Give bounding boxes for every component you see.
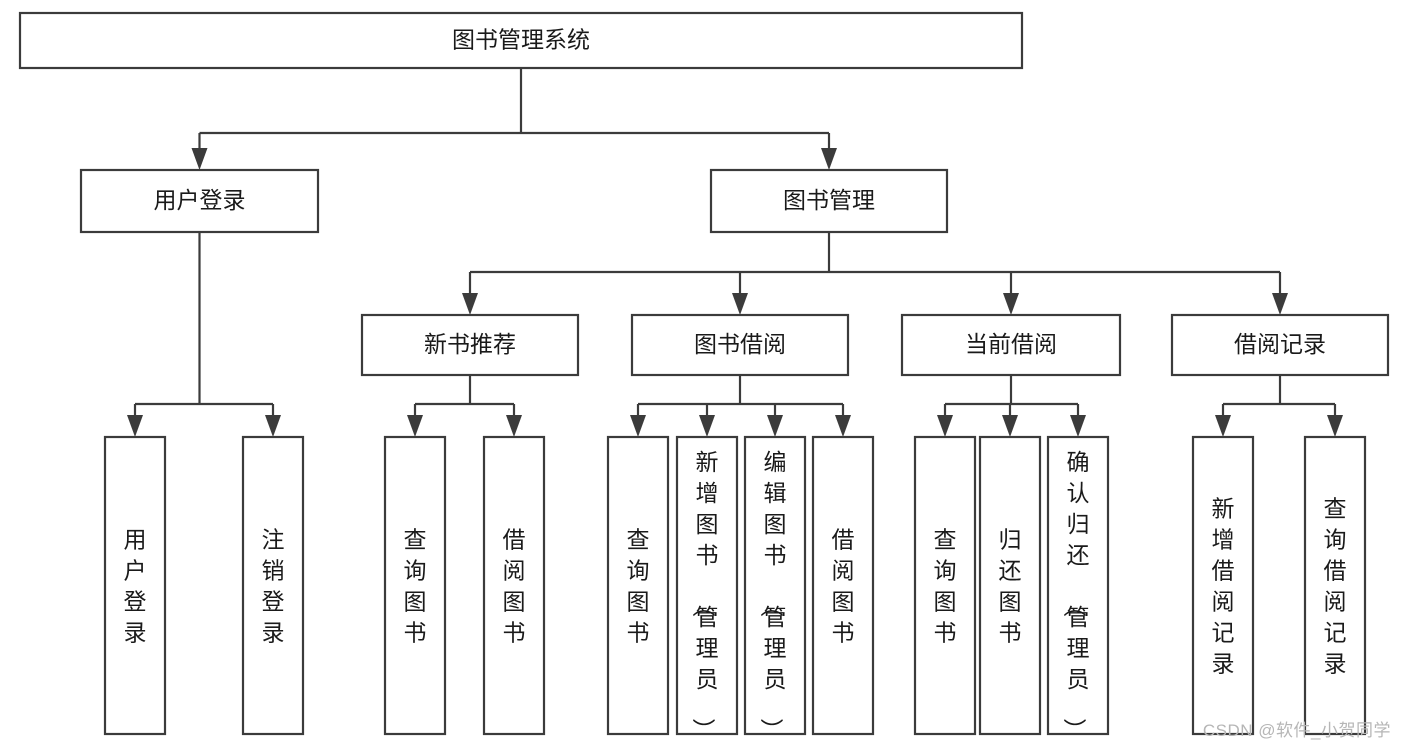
node-box-root[interactable] <box>18 11 1024 70</box>
node-label-leaf-confirm-return: 确认归还（管理员） <box>1062 449 1090 741</box>
node-box-leaf-query-book-2[interactable] <box>606 435 670 736</box>
watermark-label: CSDN @软件_小贺同学 <box>1202 721 1391 740</box>
edge-group-user-login <box>127 232 281 437</box>
edge-group-new-book-recommend <box>407 375 522 437</box>
node-label-leaf-user-logout: 注销登录 <box>262 527 285 646</box>
node-label-current-borrow: 当前借阅 <box>965 331 1057 357</box>
edge-arrowhead-book-management <box>821 148 837 170</box>
node-box-leaf-user-login[interactable] <box>103 435 167 736</box>
node-box-leaf-edit-book[interactable] <box>743 435 807 736</box>
node-leaf-query-book-2[interactable]: 查询图书 <box>606 435 670 736</box>
node-label-leaf-add-book: 新增图书（管理员） <box>691 449 719 741</box>
node-box-leaf-borrow-book-2[interactable] <box>811 435 875 736</box>
node-borrow-record[interactable]: 借阅记录 <box>1170 313 1390 377</box>
node-box-leaf-query-record[interactable] <box>1303 435 1367 736</box>
node-leaf-query-book-3[interactable]: 查询图书 <box>913 435 977 736</box>
node-leaf-user-logout[interactable]: 注销登录 <box>241 435 305 736</box>
node-box-user-login[interactable] <box>79 168 320 234</box>
node-leaf-edit-book[interactable]: 编辑图书（管理员） <box>743 435 807 741</box>
node-label-book-borrow: 图书借阅 <box>694 331 786 357</box>
node-box-leaf-query-book-3[interactable] <box>913 435 977 736</box>
edge-arrowhead-leaf-query-record <box>1327 415 1343 437</box>
edge-arrowhead-leaf-query-book-2 <box>630 415 646 437</box>
edge-arrowhead-borrow-record <box>1272 293 1288 315</box>
node-leaf-return-book[interactable]: 归还图书 <box>978 435 1042 736</box>
node-leaf-add-book[interactable]: 新增图书（管理员） <box>675 435 739 741</box>
node-box-leaf-user-logout[interactable] <box>241 435 305 736</box>
node-label-leaf-query-book-3: 查询图书 <box>934 527 957 646</box>
node-label-user-login: 用户登录 <box>154 187 246 213</box>
node-leaf-confirm-return[interactable]: 确认归还（管理员） <box>1046 435 1110 741</box>
node-label-book-management: 图书管理 <box>783 187 875 213</box>
node-label-new-book-recommend: 新书推荐 <box>424 331 516 357</box>
node-box-new-book-recommend[interactable] <box>360 313 580 377</box>
edge-group-borrow-record <box>1215 375 1343 437</box>
node-box-book-management[interactable] <box>709 168 949 234</box>
node-label-leaf-query-book-2: 查询图书 <box>627 527 650 646</box>
edge-arrowhead-leaf-confirm-return <box>1070 415 1086 437</box>
node-leaf-add-record[interactable]: 新增借阅记录 <box>1191 435 1255 736</box>
edge-arrowhead-book-borrow <box>732 293 748 315</box>
node-box-current-borrow[interactable] <box>900 313 1122 377</box>
edge-arrowhead-user-login <box>191 148 208 170</box>
node-box-leaf-add-record[interactable] <box>1191 435 1255 736</box>
node-leaf-query-book-1[interactable]: 查询图书 <box>383 435 447 736</box>
node-label-borrow-record: 借阅记录 <box>1234 331 1326 357</box>
node-box-leaf-borrow-book-1[interactable] <box>482 435 546 736</box>
edge-arrowhead-leaf-borrow-book-1 <box>506 415 522 437</box>
edge-group-current-borrow <box>937 375 1086 437</box>
node-new-book-recommend[interactable]: 新书推荐 <box>360 313 580 377</box>
edge-group-book-management <box>462 232 1288 315</box>
edge-arrowhead-leaf-user-login <box>127 415 143 437</box>
edge-arrowhead-leaf-borrow-book-2 <box>835 415 851 437</box>
nodes-layer: 图书管理系统用户登录图书管理新书推荐图书借阅当前借阅借阅记录用户登录注销登录查询… <box>18 11 1390 741</box>
edge-arrowhead-leaf-query-book-1 <box>407 415 423 437</box>
edge-arrowhead-leaf-add-book <box>699 415 715 437</box>
node-label-leaf-user-login: 用户登录 <box>124 527 147 646</box>
node-box-leaf-return-book[interactable] <box>978 435 1042 736</box>
node-book-borrow[interactable]: 图书借阅 <box>630 313 850 377</box>
node-current-borrow[interactable]: 当前借阅 <box>900 313 1122 377</box>
edge-arrowhead-leaf-add-record <box>1215 415 1231 437</box>
edge-arrowhead-leaf-user-logout <box>265 415 281 437</box>
node-box-leaf-add-book[interactable] <box>675 435 739 736</box>
edge-arrowhead-current-borrow <box>1003 293 1019 315</box>
node-label-leaf-borrow-book-1: 借阅图书 <box>503 527 526 646</box>
node-label-leaf-add-record: 新增借阅记录 <box>1212 496 1235 677</box>
node-book-management[interactable]: 图书管理 <box>709 168 949 234</box>
edge-group-book-borrow <box>630 375 851 437</box>
node-label-leaf-query-record: 查询借阅记录 <box>1324 496 1347 677</box>
node-box-borrow-record[interactable] <box>1170 313 1390 377</box>
node-leaf-user-login[interactable]: 用户登录 <box>103 435 167 736</box>
node-root[interactable]: 图书管理系统 <box>18 11 1024 70</box>
node-leaf-borrow-book-2[interactable]: 借阅图书 <box>811 435 875 736</box>
node-box-book-borrow[interactable] <box>630 313 850 377</box>
edges-layer <box>127 68 1343 437</box>
edge-arrowhead-leaf-return-book <box>1002 415 1018 437</box>
edge-group-root <box>191 68 837 170</box>
edge-arrowhead-leaf-query-book-3 <box>937 415 953 437</box>
node-label-leaf-return-book: 归还图书 <box>999 527 1022 646</box>
node-box-leaf-confirm-return[interactable] <box>1046 435 1110 736</box>
node-label-leaf-borrow-book-2: 借阅图书 <box>832 527 855 646</box>
node-user-login[interactable]: 用户登录 <box>79 168 320 234</box>
node-label-leaf-query-book-1: 查询图书 <box>404 527 427 646</box>
node-label-root: 图书管理系统 <box>452 27 590 53</box>
node-leaf-borrow-book-1[interactable]: 借阅图书 <box>482 435 546 736</box>
node-label-leaf-edit-book: 编辑图书（管理员） <box>759 449 787 741</box>
edge-arrowhead-new-book-recommend <box>462 293 478 315</box>
node-leaf-query-record[interactable]: 查询借阅记录 <box>1303 435 1367 736</box>
edge-arrowhead-leaf-edit-book <box>767 415 783 437</box>
node-box-leaf-query-book-1[interactable] <box>383 435 447 736</box>
